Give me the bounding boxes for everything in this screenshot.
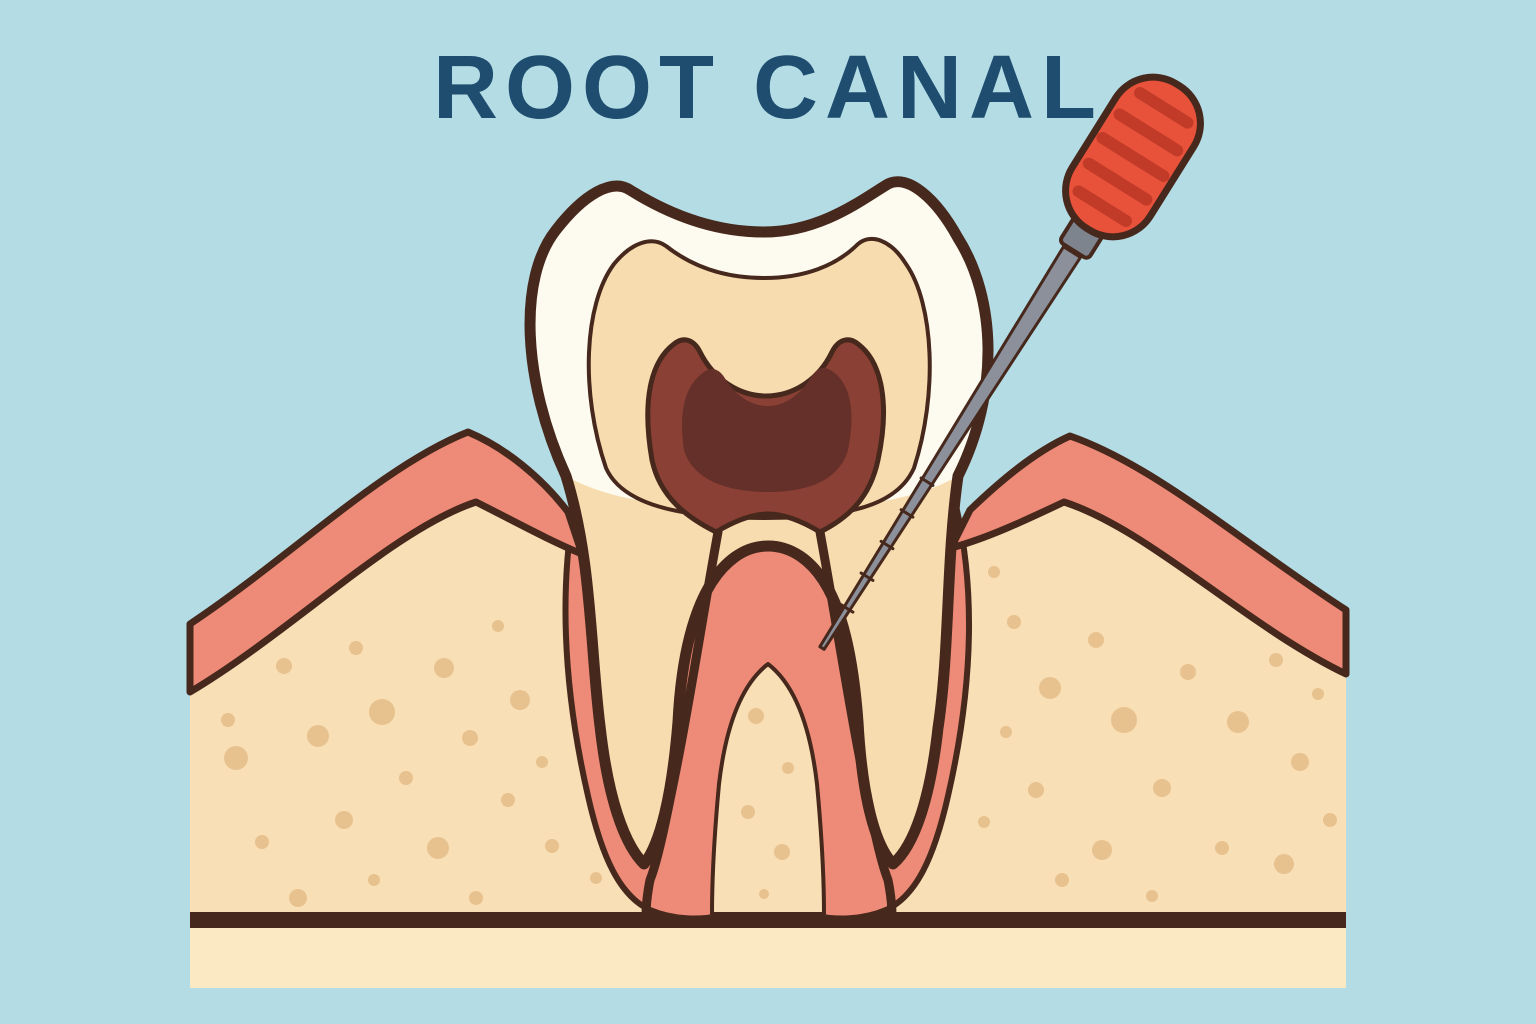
bone-dot [1180,664,1196,680]
bone-bottom-line [190,912,1346,928]
gum-right [947,432,1350,678]
bone-dot [590,872,602,884]
bone-dot [1153,779,1171,797]
bone-dot [1227,711,1249,733]
bone-dot [368,874,380,886]
bone-dot [349,641,363,655]
bone-dot [1111,707,1137,733]
bone-dot [774,844,790,860]
bone-dot [221,713,235,727]
endodontic-file [818,73,1204,651]
bone-dot [545,839,559,853]
bone-dot [1039,677,1061,699]
bone-dot [289,889,307,907]
file-handle-ridges [1072,86,1194,228]
bone-dot [492,620,504,632]
bone-bottom-strip [190,928,1346,988]
bone-texture-dots [221,566,1337,907]
bone-dot [255,835,269,849]
bone-dot [741,805,755,819]
file-serrations [839,476,935,614]
bone-dot [469,891,483,905]
bone-dot [427,837,449,859]
bone-dot [1291,753,1309,771]
root-canal-left [641,527,723,921]
bone-dot [1007,615,1021,629]
bone-dot [1312,688,1324,700]
file-handle [1062,73,1204,241]
bone-dot [501,793,515,807]
page-title: ROOT CANAL [433,38,1103,138]
bone-dot [510,690,530,710]
bone-dot [759,889,769,899]
tooth-cross-section [524,176,994,921]
bone-between-roots-body [710,662,826,916]
bone-dot [224,746,248,770]
bone-dot [1088,632,1104,648]
bone-dot [1274,854,1294,874]
bone-between-roots [710,662,826,916]
bone-dot [399,771,413,785]
bone-dot [978,816,990,828]
gums [186,428,1350,696]
bone-dot [1146,890,1158,902]
bone-dot [782,762,794,774]
bone-dot [1323,813,1337,827]
bone-dot [1028,782,1044,798]
bone-dot [1000,726,1012,738]
bone-dot [307,725,329,747]
bone-dot [369,699,395,725]
bone-dot [748,708,764,724]
bone-dot [1269,653,1283,667]
bone-dot [1055,873,1069,887]
bone-dot [276,658,292,674]
bone-dot [988,566,1000,578]
file-needle [818,245,1082,651]
bone-dot [434,658,454,678]
bone-dot [335,811,353,829]
pulp-inner-cavity [682,367,852,492]
bone-dot [462,730,478,746]
bone-dot [1092,840,1112,860]
bone-dot [536,756,548,768]
gum-left [186,428,586,696]
bone-dot [1215,841,1229,855]
